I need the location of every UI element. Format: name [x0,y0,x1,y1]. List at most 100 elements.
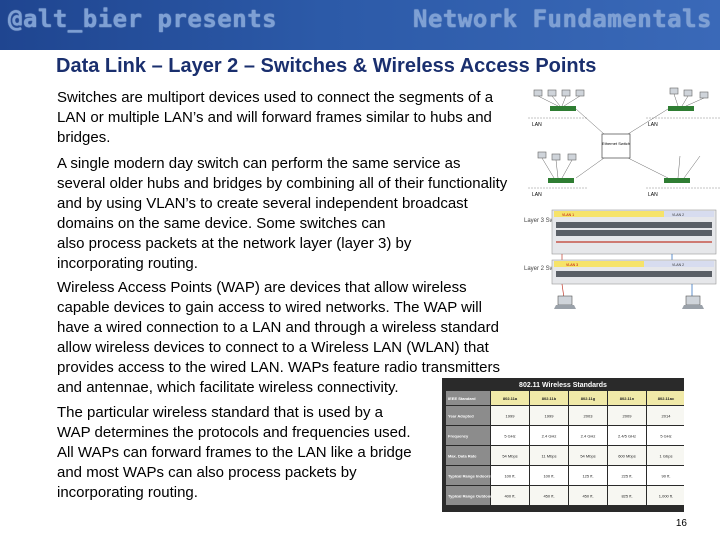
paragraph-wireless-standard: The particular wireless standard that is… [57,403,412,503]
table-row-label: Year Adopted [448,414,474,419]
table-cell-text: 2009 [623,414,633,419]
table-cell [569,426,607,445]
slide-title: Data Link – Layer 2 – Switches & Wireles… [56,55,597,77]
table-row-label: Typical Range Indoors* [448,474,493,479]
computer-group-icon [533,89,585,97]
text-line: allow wireless devices to connect to a W… [57,339,489,356]
header-banner: @alt_bier presents Network Fundamentals [0,0,720,50]
text-line: and most WAPs can also process packets b… [57,464,357,481]
table-cell-text: 2003 [584,414,594,419]
text-line: LAN or multiple LAN’s and will forward f… [57,109,492,126]
table-cell-text: 100 ft. [543,474,554,479]
ethernet-switch-icon [601,133,631,159]
vlan-band [554,261,644,267]
table-cell-text: 1 Gbps [660,454,673,459]
vlan-switch-diagram: Layer 3 Switch VLAN 1 VLAN 2 Layer 2 Swi… [524,209,717,309]
text-line: also process packets at the network laye… [57,235,412,252]
slide-number: 16 [675,518,687,529]
vlan-label: VLAN 3 [566,263,578,267]
text-line: A single modern day switch can perform t… [57,155,461,172]
table-cell-text: 450 ft. [543,494,554,499]
table-header-text: 802.11g [581,396,596,401]
table-cell-text: 125 ft. [582,474,593,479]
table-header-cell [530,391,568,405]
text-line: capable devices to gain access to wired … [57,299,482,316]
table-cell-text: 400 ft. [504,494,515,499]
table-cell [647,406,684,425]
table-cell [491,486,529,505]
text-line: bridges. [57,129,111,146]
table-cell [569,466,607,485]
table-title: 802.11 Wireless Standards [519,382,607,389]
vlan-band [614,211,664,217]
hub-icon [548,178,574,183]
layer3-switch-label: Layer 3 Switch [524,218,563,224]
paragraph-switches: Switches are multiport devices used to c… [57,88,493,148]
lan-label: LAN [532,192,542,198]
lan-label: LAN [648,122,658,128]
table-cell-text: 2.4 GHz [581,434,596,439]
laptop-icon [554,295,576,309]
table-header-cell [491,391,529,405]
lan-label: LAN [648,192,658,198]
table-row-label: Frequency [448,434,469,439]
table-row-label-cell [446,406,490,425]
computer-group-icon [537,151,577,161]
table-cell [647,426,684,445]
paragraph-modern-switch: A single modern day switch can perform t… [57,154,507,274]
table-cell [491,446,529,465]
table-row-label-cell [446,391,490,405]
table-row-label-cell [446,446,490,465]
table-cell [647,486,684,505]
table-cell [647,446,684,465]
text-line: Switches are multiport devices used to c… [57,89,494,106]
table-cell [608,486,646,505]
table-cell-text: 54 Mbps [580,454,595,459]
table-cell [608,426,646,445]
table-cell-text: 600 Mbps [618,454,636,459]
table-row-label: Typical Range Outdoors* [448,494,496,499]
table-cell-text: 11 Mbps [541,454,556,459]
table-cell [530,426,568,445]
table-row-label: Max. Data Rate [448,454,477,459]
table-cell-text: 2.4/5 GHz [618,434,636,439]
text-line: have a wired connection to a LAN and thr… [57,319,499,336]
table-cell-text: 2014 [662,414,672,419]
hub-icon [550,106,576,111]
lan-label: LAN [532,122,542,128]
table-cell-text: 100 ft. [504,474,515,479]
table-cell-text: 90 ft. [662,474,671,479]
table-cell [530,466,568,485]
vlan-label: VLAN 2 [672,263,684,267]
table-cell-text: 825 ft. [621,494,632,499]
computer-group-icon [669,87,709,99]
hub-icon [668,106,694,111]
switch-ports [556,271,712,277]
table-header-text: 802.11a [503,396,518,401]
table-cell-text: 2.4 GHz [542,434,557,439]
table-header-text: 802.11ac [658,396,675,401]
text-line: several older hubs and bridges by combin… [57,175,508,192]
text-line: provides access to the wired LAN. WAPs f… [57,359,500,376]
vlan-label: VLAN 2 [672,213,684,217]
laptop-icon [682,295,704,309]
switch-label: Ethernet Switch [602,141,630,146]
text-line: incorporating routing. [57,484,198,501]
text-line: domains on the same device. Some switche… [57,215,386,232]
table-cell [491,406,529,425]
vlan-label: VLAN 1 [562,213,574,217]
hub-icon [664,178,690,183]
table-cell [647,466,684,485]
text-line: and antennae, which facilitate wireless … [57,379,399,396]
table-header-cell [569,391,607,405]
table-cell [569,406,607,425]
table-cell-text: 1999 [506,414,516,419]
table-cell-text: 1,000 ft. [659,494,673,499]
layer2-switch-label: Layer 2 Switch [524,266,563,272]
table-row-label-cell [446,486,490,505]
table-cell [530,406,568,425]
table-cell [491,466,529,485]
vlan-band [664,211,714,217]
